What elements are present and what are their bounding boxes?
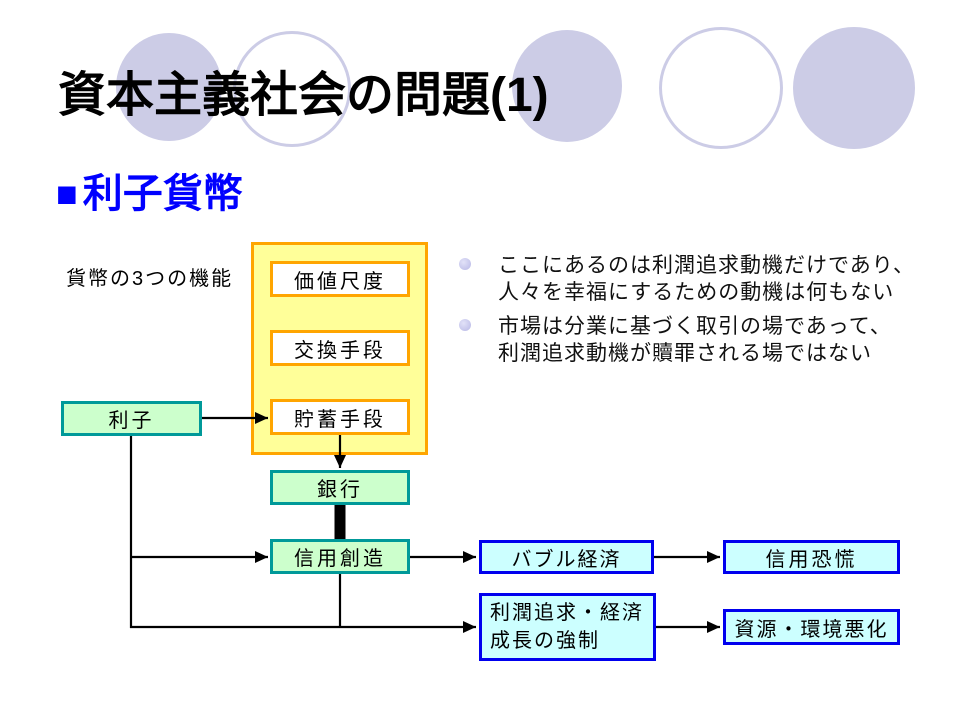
bullet-line: ここにあるのは利潤追求動機だけであり、 — [498, 254, 915, 277]
section-heading-label: 利子貨幣 — [82, 172, 243, 216]
bullet-item: 市場は分業に基づく取引の場であって、 利潤追求動機が贖罪される場ではない — [456, 313, 936, 367]
node-bubble-economy: バブル経済 — [479, 540, 654, 574]
node-profit-growth: 利潤追求・経済 成長の強制 — [479, 593, 656, 661]
node-credit-creation: 信用創造 — [270, 539, 410, 574]
node-profit-growth-line2: 成長の強制 — [490, 630, 600, 652]
decorative-circle-outlined — [233, 31, 351, 147]
bullet-item: ここにあるのは利潤追求動機だけであり、 人々を幸福にするための動機は何もない — [456, 252, 936, 306]
node-bank: 銀行 — [270, 470, 410, 505]
node-profit-growth-line1: 利潤追求・経済 — [490, 602, 644, 624]
bullet-icon — [459, 319, 471, 331]
node-resource-environment: 資源・環境悪化 — [723, 609, 900, 645]
money-functions-caption: 貨幣の3つの機能 — [66, 268, 234, 290]
decorative-circle-filled — [116, 33, 222, 141]
bullet-icon — [459, 258, 471, 270]
slide-title: 資本主義社会の問題(1) — [58, 69, 549, 122]
section-heading: ■ 利子貨幣 — [56, 174, 243, 214]
decorative-circle-filled — [512, 30, 622, 142]
node-credit-panic: 信用恐慌 — [723, 540, 900, 574]
bullet-line: 人々を幸福にするための動機は何もない — [498, 281, 895, 304]
square-bullet-icon: ■ — [56, 173, 78, 214]
bullet-text: ここにあるのは利潤追求動機だけであり、 人々を幸福にするための動機は何もない — [498, 252, 915, 306]
node-exchange-means: 交換手段 — [270, 330, 410, 366]
bullet-line: 利潤追求動機が贖罪される場ではない — [498, 342, 872, 365]
decorative-circle-outlined — [659, 27, 783, 149]
node-saving-means: 貯蓄手段 — [270, 399, 410, 435]
bullet-line: 市場は分業に基づく取引の場であって、 — [498, 315, 892, 338]
bullet-list: ここにあるのは利潤追求動機だけであり、 人々を幸福にするための動機は何もない 市… — [456, 252, 936, 374]
node-value-measure: 価値尺度 — [270, 261, 410, 297]
bullet-text: 市場は分業に基づく取引の場であって、 利潤追求動機が贖罪される場ではない — [498, 313, 892, 367]
node-interest: 利子 — [61, 401, 202, 436]
decorative-circle-filled — [793, 27, 915, 149]
